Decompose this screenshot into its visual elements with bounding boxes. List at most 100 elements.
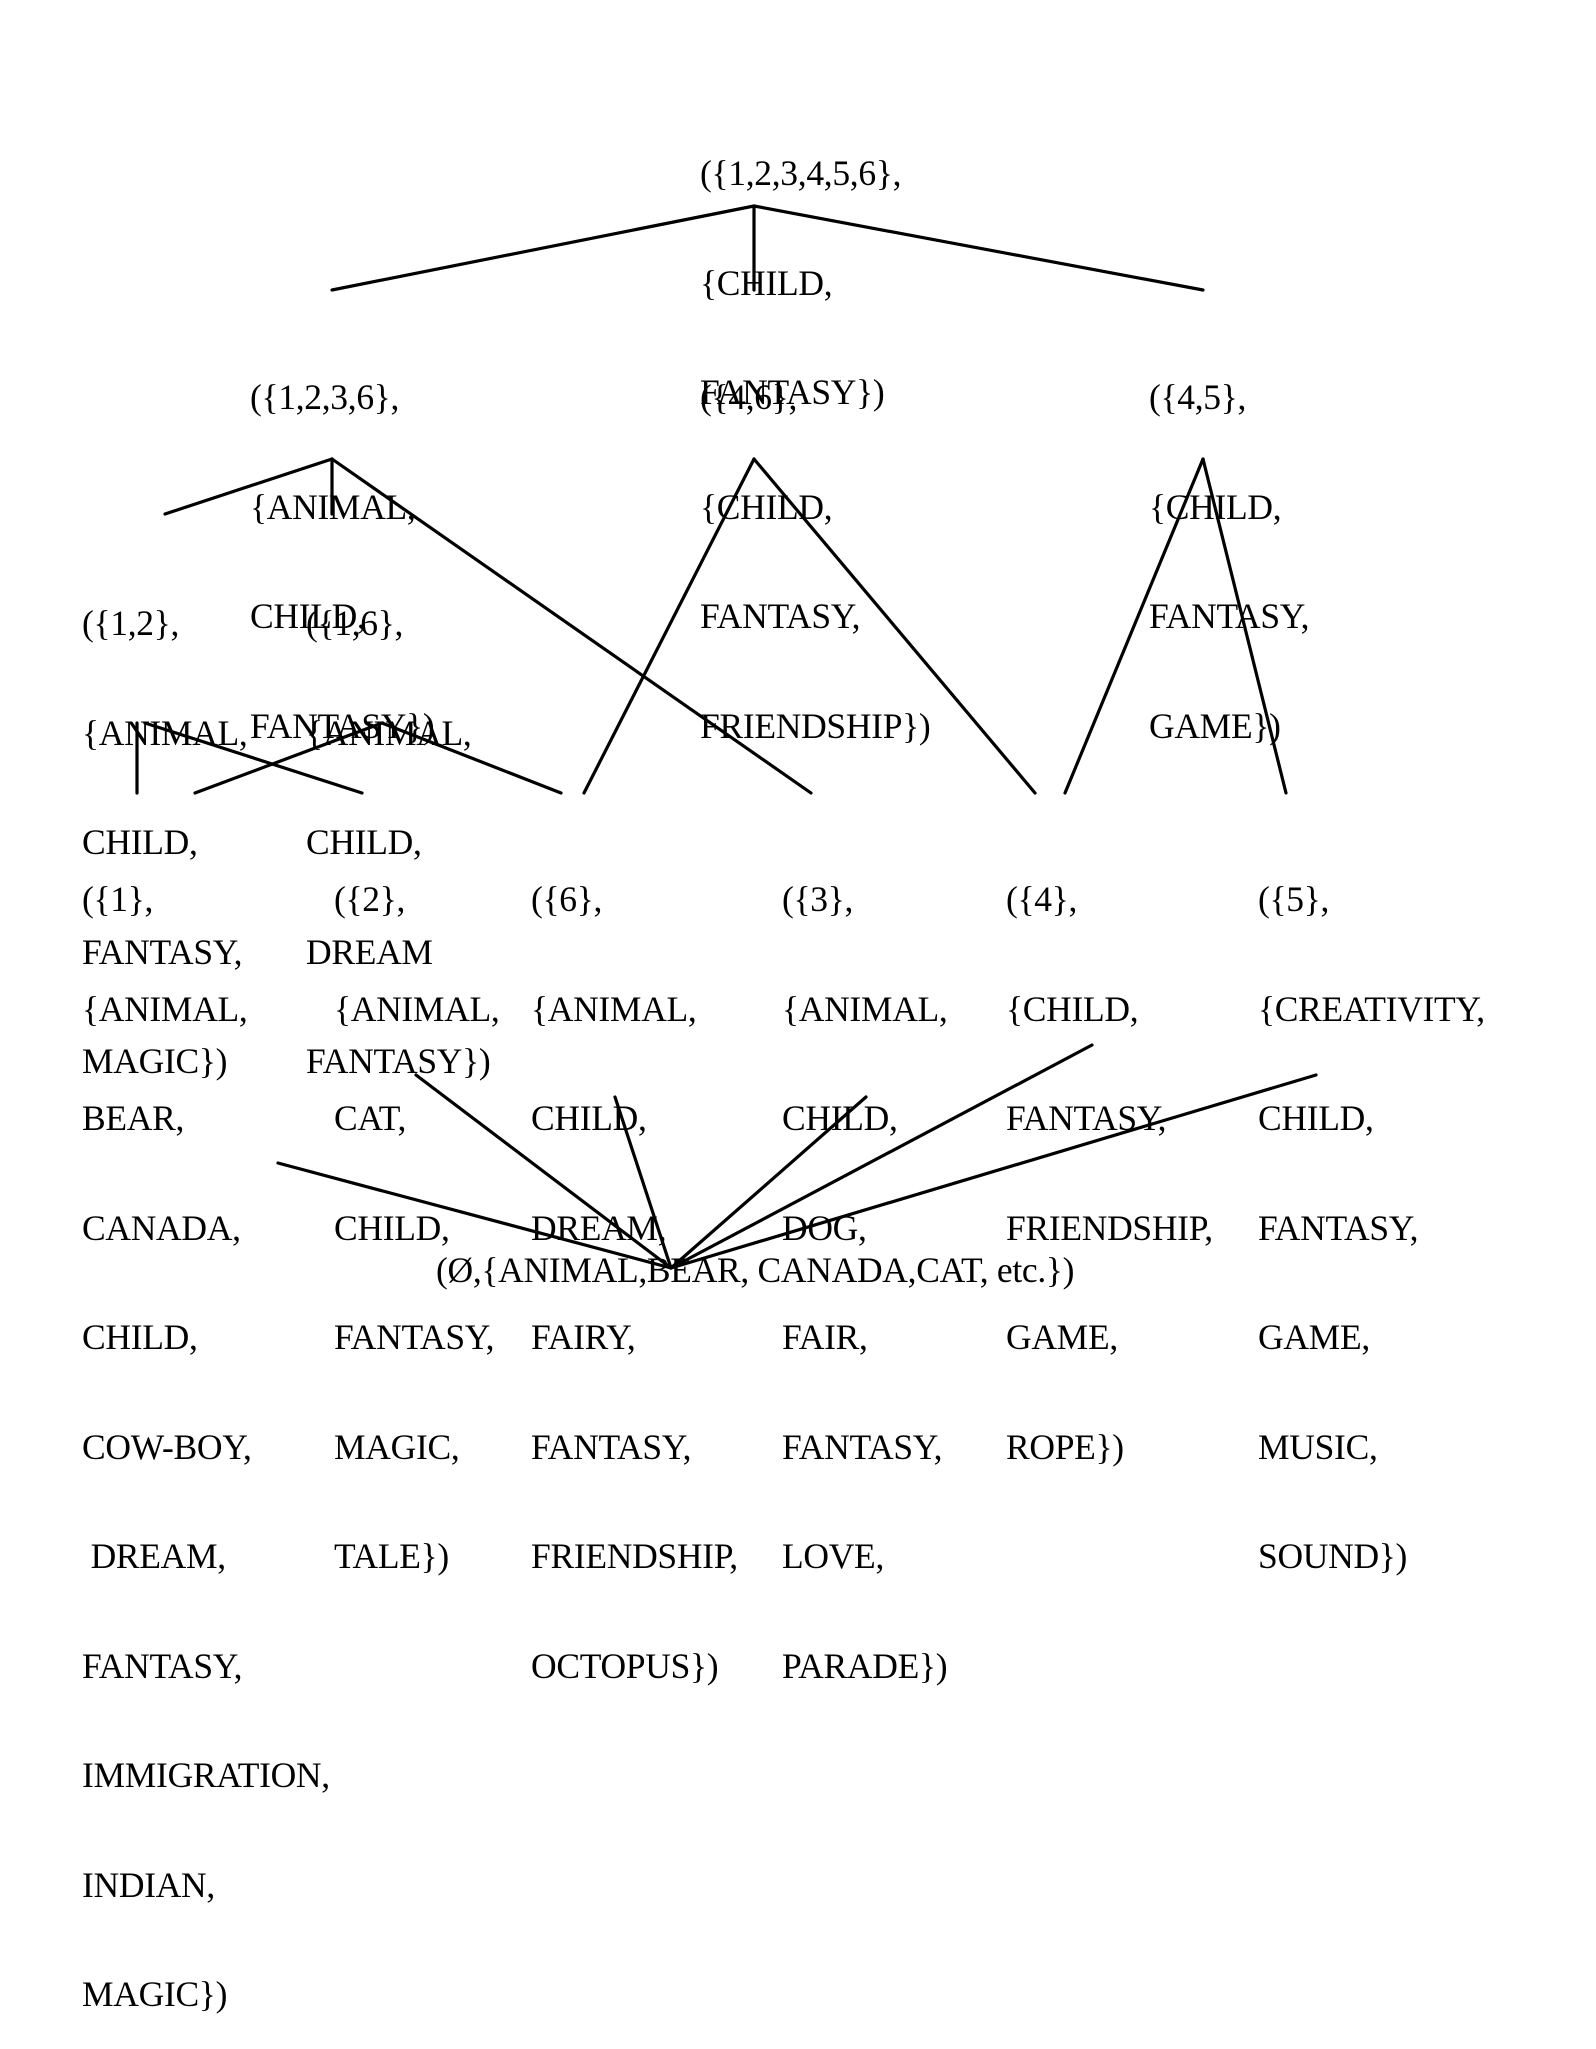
node-46: ({4,6}, {CHILD, FANTASY, FRIENDSHIP})	[700, 306, 931, 781]
node-line: ({1,2},	[82, 603, 180, 643]
node-line: ({1,2,3,4,5,6},	[700, 153, 902, 193]
node-line: FRIENDSHIP,	[531, 1536, 738, 1576]
node-line: OCTOPUS})	[531, 1645, 719, 1686]
node-line: GAME,	[1258, 1317, 1370, 1357]
node-5: ({5}, {CREATIVITY, CHILD, FANTASY, GAME,…	[1258, 808, 1485, 1611]
node-line: CHILD,	[1258, 1098, 1374, 1138]
node-line: CHILD,	[82, 1317, 198, 1357]
node-line: {ANIMAL,	[306, 712, 472, 753]
node-line: {ANIMAL,	[82, 988, 248, 1029]
node-line: ({4,6},	[700, 377, 798, 417]
edge-4-to-bottom	[669, 1043, 1094, 1270]
node-line: FAIR,	[782, 1317, 868, 1357]
node-line: CHILD,	[82, 822, 198, 862]
node-line: {CHILD,	[1149, 486, 1282, 527]
node-line: {ANIMAL,	[782, 988, 948, 1029]
edge-46-to-4	[752, 457, 1037, 795]
node-bottom: (Ø,{ANIMAL,BEAR, CANADA,CAT, etc.})	[436, 1250, 1075, 1290]
node-line: FANTASY,	[334, 1317, 495, 1357]
node-line: FANTASY,	[1006, 1098, 1167, 1138]
node-line: FRIENDSHIP})	[700, 705, 931, 746]
node-1236: ({1,2,3,6}, {ANIMAL, CHILD, FANTASY})	[250, 306, 435, 781]
node-line: ({4},	[1006, 879, 1078, 919]
node-line: ({2},	[334, 879, 406, 919]
node-4: ({4}, {CHILD, FANTASY, FRIENDSHIP, GAME,…	[1006, 808, 1213, 1502]
node-2: ({2}, {ANIMAL, CAT, CHILD, FANTASY, MAGI…	[334, 808, 500, 1611]
node-line: ({3},	[782, 879, 854, 919]
node-line: {CHILD,	[1006, 988, 1139, 1029]
edge-45-to-4	[1063, 457, 1205, 795]
node-line: FANTASY,	[531, 1426, 692, 1467]
node-line: CHILD,	[334, 1207, 450, 1248]
node-line: ROPE})	[1006, 1426, 1124, 1467]
node-line: MAGIC,	[334, 1426, 460, 1467]
edge-12-to-2	[143, 721, 364, 795]
edge-16-to-1	[193, 721, 384, 795]
node-16: ({1,6}, {ANIMAL, CHILD, DREAM FANTASY})	[306, 532, 491, 1116]
node-line: GAME,	[1006, 1317, 1118, 1357]
node-line: MAGIC})	[82, 1041, 228, 1081]
edge-top-to-45	[752, 204, 1205, 292]
node-line: FANTASY,	[1258, 1207, 1419, 1248]
node-line: FRIENDSHIP,	[1006, 1207, 1213, 1248]
node-line: FANTASY,	[1149, 596, 1310, 636]
node-line: DOG,	[782, 1207, 867, 1248]
node-line: {ANIMAL,	[250, 486, 416, 527]
node-line: CHILD,	[306, 822, 422, 862]
node-line: {ANIMAL,	[334, 988, 500, 1029]
node-line: FANTASY,	[82, 1645, 243, 1686]
node-line: IMMIGRATION,	[82, 1755, 330, 1795]
node-line: CAT,	[334, 1098, 407, 1138]
node-line: BEAR,	[82, 1098, 185, 1138]
edge-6-to-bottom	[613, 1095, 673, 1270]
node-line: ({1},	[82, 879, 154, 919]
node-1: ({1}, {ANIMAL, BEAR, CANADA, CHILD, COW-…	[82, 808, 330, 2049]
node-line: FANTASY})	[306, 1041, 491, 1081]
node-45: ({4,5}, {CHILD, FANTASY, GAME})	[1149, 306, 1309, 781]
node-line: GAME})	[1149, 705, 1281, 746]
node-12: ({1,2}, {ANIMAL, CHILD, FANTASY, MAGIC})	[82, 532, 248, 1116]
edge-3-to-bottom	[669, 1095, 868, 1270]
node-line: {CREATIVITY,	[1258, 988, 1485, 1029]
lattice-edges	[135, 204, 1318, 1270]
node-line: {CHILD,	[700, 262, 833, 303]
node-line: FANTASY,	[700, 596, 861, 636]
node-line: DREAM,	[82, 1536, 227, 1576]
node-line: ({1,2,3,6},	[250, 377, 400, 417]
node-line: ({4,5},	[1149, 377, 1247, 417]
edge-1236-to-12	[163, 457, 334, 516]
node-line: {CHILD,	[700, 486, 833, 527]
node-line: INDIAN,	[82, 1864, 215, 1905]
node-line: CANADA,	[82, 1207, 241, 1248]
node-line: COW-BOY,	[82, 1426, 252, 1467]
edge-46-to-6	[582, 457, 756, 795]
node-line: LOVE,	[782, 1536, 885, 1576]
node-line: CHILD,	[250, 596, 366, 636]
edge-top-to-1236	[330, 204, 756, 292]
node-line: MAGIC})	[82, 1974, 228, 2014]
node-line: {ANIMAL,	[531, 988, 697, 1029]
node-line: FANTASY})	[700, 372, 885, 412]
node-line: FANTASY})	[250, 705, 435, 746]
node-line: TALE})	[334, 1536, 449, 1576]
node-line: ({5},	[1258, 879, 1330, 919]
edge-2-to-bottom	[414, 1073, 673, 1270]
node-line: CHILD,	[531, 1098, 647, 1138]
node-line: FANTASY,	[782, 1426, 943, 1467]
node-line: ({6},	[531, 879, 603, 919]
node-line: DREAM,	[531, 1207, 667, 1248]
edge-1-to-bottom	[276, 1161, 673, 1270]
node-line: CHILD,	[782, 1098, 898, 1138]
node-line: SOUND})	[1258, 1536, 1408, 1576]
node-line: FAIRY,	[531, 1317, 636, 1357]
node-top: ({1,2,3,4,5,6}, {CHILD, FANTASY})	[700, 82, 901, 447]
node-line: DREAM	[306, 931, 433, 972]
node-line: PARADE})	[782, 1645, 948, 1686]
node-line: FANTASY,	[82, 931, 243, 972]
edge-5-to-bottom	[669, 1073, 1318, 1270]
edge-45-to-5	[1201, 457, 1288, 795]
node-line: MUSIC,	[1258, 1426, 1378, 1467]
edge-1236-to-3	[330, 457, 813, 795]
edge-16-to-6	[380, 721, 563, 795]
node-line: ({1,6},	[306, 603, 404, 643]
